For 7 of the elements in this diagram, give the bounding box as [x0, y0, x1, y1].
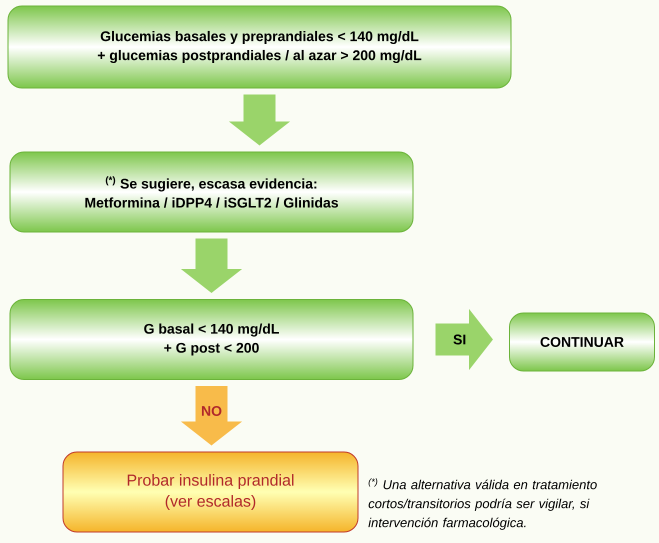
edge-label: SI: [453, 334, 466, 344]
edge-label: NO: [202, 406, 222, 416]
process-box: Glucemias basales y preprandiales < 140 mg/dL + glucemias postprandiales / al azar > 200 mg/dL: [8, 6, 512, 88]
process-box: $^{(*)}$ Se sugiere, escasa evidencia: Metformina / iDPP4 / iSGLT2 / Glinidas: [10, 152, 414, 232]
process-box: G basal < 140 mg/dL + G post < 200: [10, 299, 414, 380]
action-box: CONTINUAR: [509, 312, 655, 372]
result-box: Probar insulina prandial (ver escalas): [62, 452, 358, 532]
